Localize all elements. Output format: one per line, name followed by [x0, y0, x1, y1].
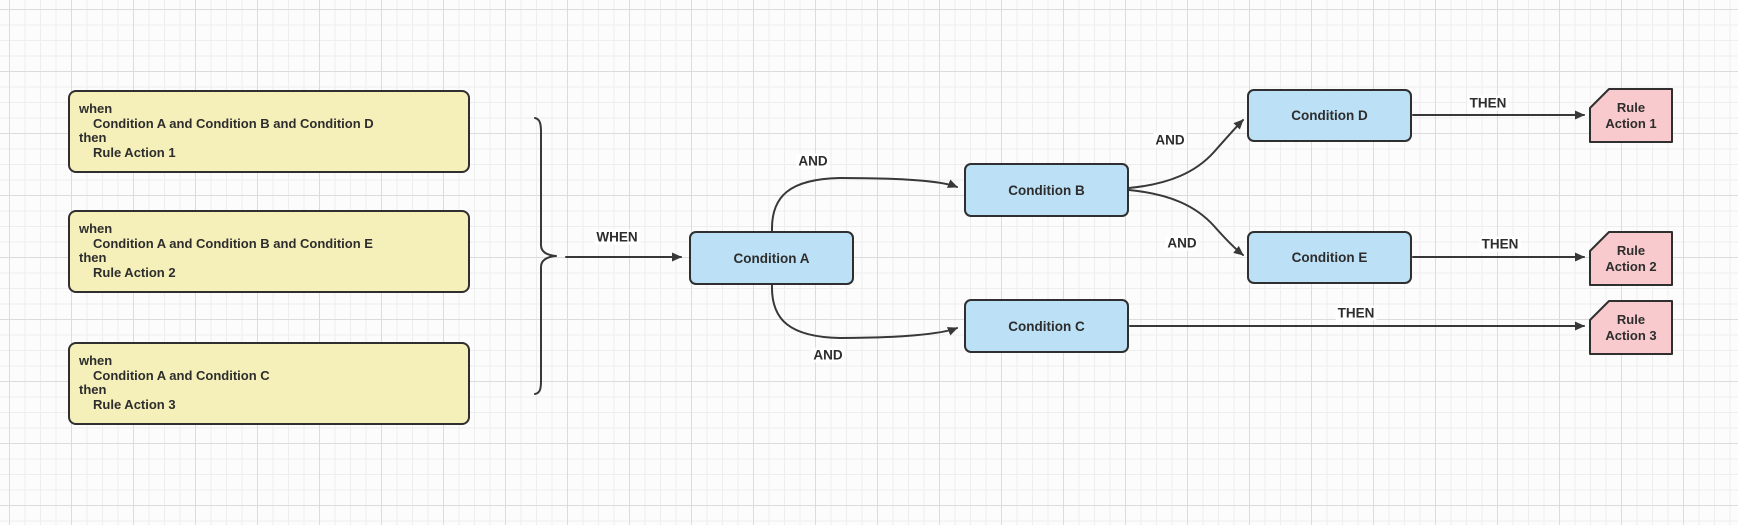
edge-label-then-c-to-action3[interactable]: THEN [1335, 305, 1377, 321]
node-condition-c[interactable]: Condition C [964, 299, 1129, 353]
rule-note-condition-text: Condition A and Condition B and Conditio… [93, 235, 373, 251]
edge-condition-b-to-e[interactable] [1128, 189, 1244, 256]
node-condition-e[interactable]: Condition E [1247, 231, 1412, 284]
node-condition-d[interactable]: Condition D [1247, 89, 1412, 142]
rule-note-action-text: Rule Action 2 [93, 264, 176, 280]
node-condition-a[interactable]: Condition A [689, 231, 854, 285]
node-label: Condition E [1291, 250, 1368, 265]
rule-note-when-keyword: when [79, 221, 113, 236]
rule-note-then-keyword: then [79, 382, 107, 397]
edge-label-and-a-to-b[interactable]: AND [796, 153, 830, 169]
edge-condition-a-to-c[interactable] [770, 284, 958, 339]
rule-note-action-text: Rule Action 3 [93, 396, 176, 412]
action-label-line1: Rule [1616, 243, 1646, 258]
rule-note-when-keyword: when [79, 353, 113, 368]
node-label: Condition C [1008, 318, 1085, 334]
node-rule-action-1[interactable]: Rule Action 1 [1589, 88, 1673, 143]
rules-group-brace[interactable] [534, 117, 557, 395]
beveled-card-shape [1589, 231, 1673, 286]
action-label-line1: Rule [1616, 312, 1646, 327]
edge-label-and-b-to-d[interactable]: AND [1153, 132, 1187, 148]
rule-note-then-keyword: then [79, 130, 107, 145]
rule-note-action-text: Rule Action 1 [93, 144, 176, 160]
action-label-line1: Rule [1616, 100, 1646, 115]
node-rule-action-3[interactable]: Rule Action 3 [1589, 300, 1673, 355]
action-label-line2: Action 1 [1605, 115, 1657, 131]
node-label: Condition D [1291, 108, 1368, 123]
rule-note-2[interactable]: when Condition A and Condition B and Con… [68, 210, 470, 293]
node-condition-b[interactable]: Condition B [964, 163, 1129, 217]
rule-note-condition-text: Condition A and Condition C [93, 367, 270, 383]
edge-condition-b-to-d[interactable] [1128, 119, 1244, 189]
edge-label-when[interactable]: WHEN [594, 229, 640, 245]
beveled-card-shape [1589, 88, 1673, 143]
node-label: Condition B [1008, 182, 1085, 198]
rule-note-1[interactable]: when Condition A and Condition B and Con… [68, 90, 470, 173]
node-label: Condition A [733, 250, 810, 266]
rule-note-then-keyword: then [79, 250, 107, 265]
rule-note-3[interactable]: when Condition A and Condition C then Ru… [68, 342, 470, 425]
edge-label-then-d-to-action1[interactable]: THEN [1467, 95, 1509, 111]
rule-note-when-keyword: when [79, 101, 113, 116]
node-rule-action-2[interactable]: Rule Action 2 [1589, 231, 1673, 286]
action-label-line2: Action 3 [1605, 327, 1657, 343]
edge-label-and-a-to-c[interactable]: AND [811, 347, 845, 363]
action-label-line2: Action 2 [1605, 258, 1657, 274]
beveled-card-shape [1589, 300, 1673, 355]
rule-note-condition-text: Condition A and Condition B and Conditio… [93, 115, 374, 131]
edge-condition-a-to-b[interactable] [770, 177, 958, 232]
edge-label-then-e-to-action2[interactable]: THEN [1479, 236, 1521, 252]
edge-label-and-b-to-e[interactable]: AND [1165, 235, 1199, 251]
